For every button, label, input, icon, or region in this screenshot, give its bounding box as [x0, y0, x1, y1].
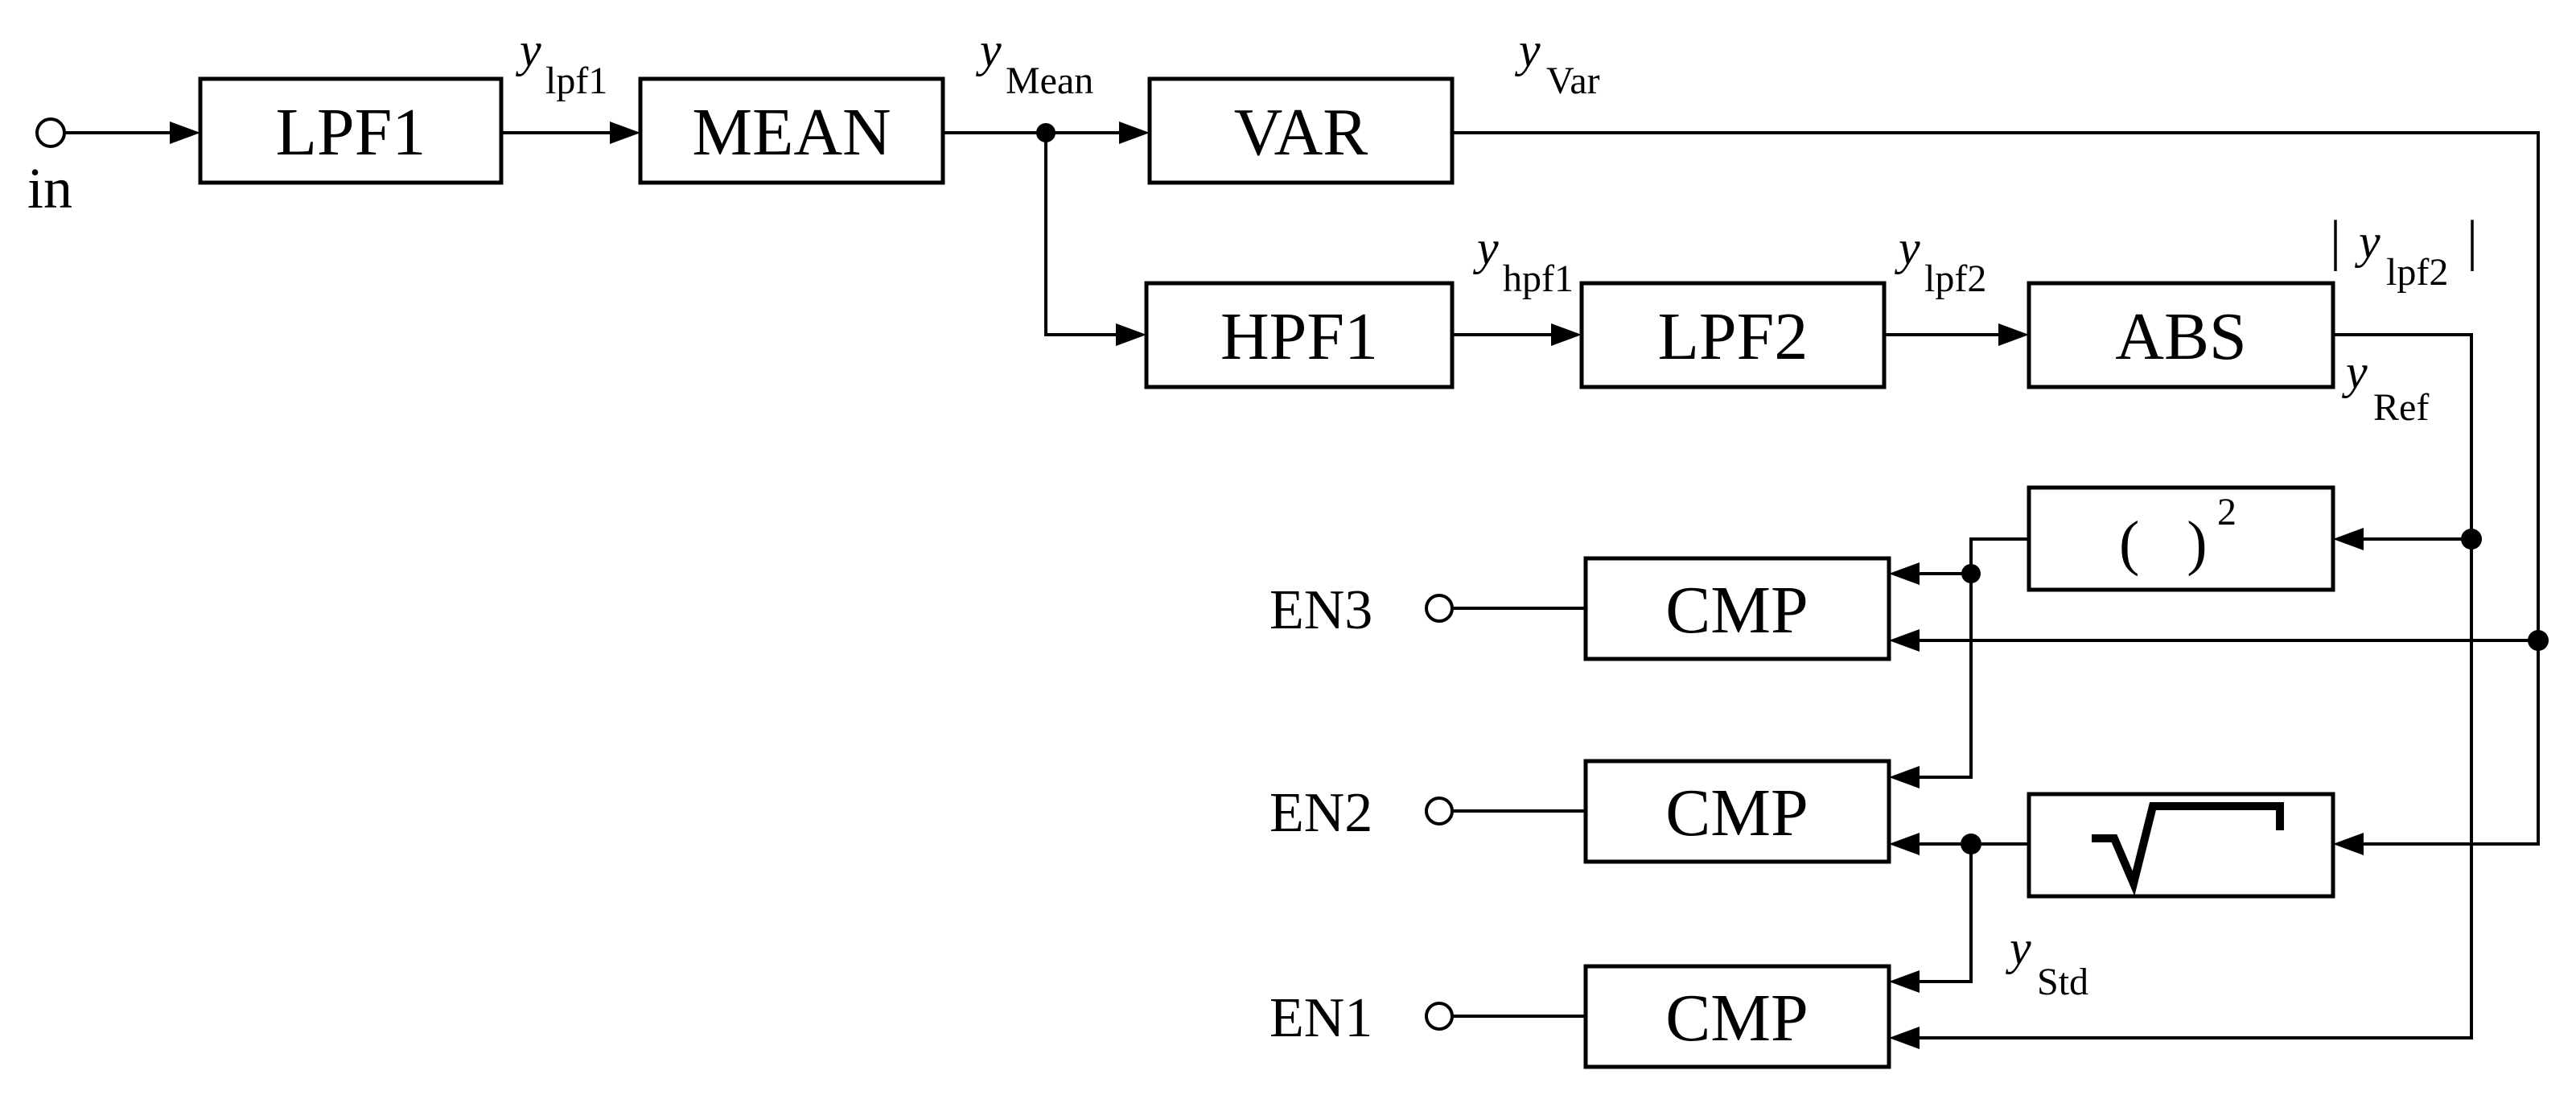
en2-label: EN2: [1269, 782, 1372, 844]
block-square: ( ) 2: [2027, 485, 2335, 592]
block-lpf1-box: [198, 76, 504, 185]
block-cmp2: CMP: [1583, 759, 1891, 864]
wire-en3: [1425, 594, 1586, 623]
label-y-mean-sub: Mean: [1006, 60, 1093, 102]
arrowhead-into-lpf2: [1551, 323, 1582, 346]
block-sqrt: [2027, 792, 2335, 899]
label-y-mean-base: y: [975, 23, 1002, 76]
block-cmp3-box: [1583, 556, 1891, 661]
wire-segment: [1044, 133, 1119, 336]
label-y-hpf1-base: y: [1472, 221, 1499, 274]
label-y-lpf1: y lpf1: [515, 23, 607, 102]
label-y-ref-base: y: [2341, 345, 2368, 398]
wire-var-feed: [1452, 131, 2549, 855]
wire-en2: [1425, 797, 1586, 825]
wire-in-to-lpf1: [64, 121, 200, 144]
block-cmp1: CMP: [1583, 964, 1891, 1069]
block-lpf2: LPF2: [1579, 281, 1887, 389]
label-y-std-sub: Std: [2037, 961, 2088, 1003]
label-y-lpf2: y lpf2: [1894, 221, 1986, 300]
block-lpf2-box: [1579, 281, 1887, 389]
arrowhead-into-var: [1119, 121, 1150, 144]
arrowhead-into-mean: [610, 121, 640, 144]
en1-label: EN1: [1269, 987, 1372, 1049]
block-lpf1: LPF1: [198, 76, 504, 185]
arrowhead-into-cmp2-upper: [1889, 766, 1920, 788]
wire-segment: [1452, 131, 2540, 846]
wire-ref-feed: [1889, 333, 2482, 1049]
block-abs: ABS: [2027, 281, 2335, 389]
en3-terminal-circle: [1425, 594, 1454, 623]
label-y-lpf1-base: y: [515, 23, 541, 76]
block-square-box: [2027, 485, 2335, 592]
en1-terminal-circle: [1425, 1002, 1454, 1031]
block-cmp1-box: [1583, 964, 1891, 1069]
label-y-hpf1-sub: hpf1: [1503, 257, 1574, 300]
label-y-var-sub: Var: [1546, 60, 1600, 102]
label-y-var: y Var: [1514, 23, 1600, 102]
block-square-exponent: 2: [2217, 491, 2237, 533]
wire-en1: [1425, 1002, 1586, 1031]
block-lpf1-label: LPF1: [276, 95, 426, 170]
block-cmp1-label: CMP: [1665, 981, 1808, 1056]
arrowhead-into-cmp3-upper: [1889, 562, 1920, 585]
block-var-label: VAR: [1234, 95, 1368, 170]
wire-segment-std-to-cmp1: [1920, 844, 1973, 983]
label-y-std-base: y: [2005, 921, 2031, 974]
arrowhead-into-cmp1-lower: [1889, 1027, 1920, 1049]
block-hpf1: HPF1: [1144, 281, 1455, 389]
block-hpf1-box: [1144, 281, 1455, 389]
wire-lpf1-to-mean: [501, 121, 640, 144]
en3-label: EN3: [1269, 579, 1372, 641]
arrowhead-into-sqrt: [2333, 833, 2364, 855]
label-y-lpf2-abs-base: y: [2354, 215, 2381, 268]
label-y-var-base: y: [1514, 23, 1541, 76]
arrowhead-into-hpf1: [1116, 323, 1146, 346]
label-y-ref-sub: Ref: [2373, 386, 2429, 429]
arrowhead-into-cmp3-lower: [1889, 629, 1920, 652]
block-mean-box: [638, 76, 945, 185]
label-y-ref: y Ref: [2341, 345, 2429, 429]
sqrt-icon: [2092, 802, 2284, 896]
arrowhead-into-cmp1-upper: [1889, 970, 1920, 993]
input-terminal-circle: [35, 117, 66, 148]
block-cmp2-box: [1583, 759, 1891, 864]
wire-mean-to-hpf1: [1044, 133, 1146, 346]
wire-sqrt-output: [1889, 833, 2029, 993]
block-cmp3-label: CMP: [1665, 573, 1808, 648]
label-y-lpf2-abs: | y lpf2 |: [2330, 210, 2478, 294]
arrowhead-into-lpf1: [170, 121, 200, 144]
block-lpf2-label: LPF2: [1658, 299, 1809, 374]
block-mean-label: MEAN: [692, 95, 891, 170]
block-var-box: [1147, 76, 1455, 185]
label-y-mean: y Mean: [975, 23, 1093, 102]
label-y-lpf1-sub: lpf1: [545, 60, 607, 102]
label-y-lpf2-abs-bar-left: |: [2330, 210, 2341, 272]
block-cmp3: CMP: [1583, 556, 1891, 661]
input-label: in: [27, 156, 72, 220]
label-y-lpf2-base: y: [1894, 221, 1920, 274]
arrowhead-into-cmp2-lower: [1889, 833, 1920, 855]
block-abs-label: ABS: [2115, 299, 2246, 374]
label-y-lpf2-abs-sub: lpf2: [2386, 251, 2448, 294]
block-cmp2-label: CMP: [1665, 776, 1808, 850]
wire-segment: [1920, 333, 2473, 1039]
block-var: VAR: [1147, 76, 1455, 185]
wire-square-output: [1889, 537, 2029, 788]
label-y-std: y Std: [2005, 921, 2088, 1003]
arrowhead-into-square: [2333, 528, 2364, 550]
block-abs-box: [2027, 281, 2335, 389]
block-mean: MEAN: [638, 76, 945, 185]
label-y-hpf1: y hpf1: [1472, 221, 1574, 300]
wire-segment: [1920, 537, 2029, 779]
wire-hpf1-to-lpf2: [1452, 323, 1582, 346]
block-square-paren: ( ): [2119, 509, 2224, 577]
arrowhead-into-abs: [1998, 323, 2029, 346]
label-y-lpf2-sub: lpf2: [1924, 257, 1986, 300]
label-y-lpf2-abs-bar-right: |: [2467, 210, 2478, 272]
en2-terminal-circle: [1425, 797, 1454, 825]
wire-lpf2-to-abs: [1884, 323, 2029, 346]
block-hpf1-label: HPF1: [1220, 299, 1378, 374]
